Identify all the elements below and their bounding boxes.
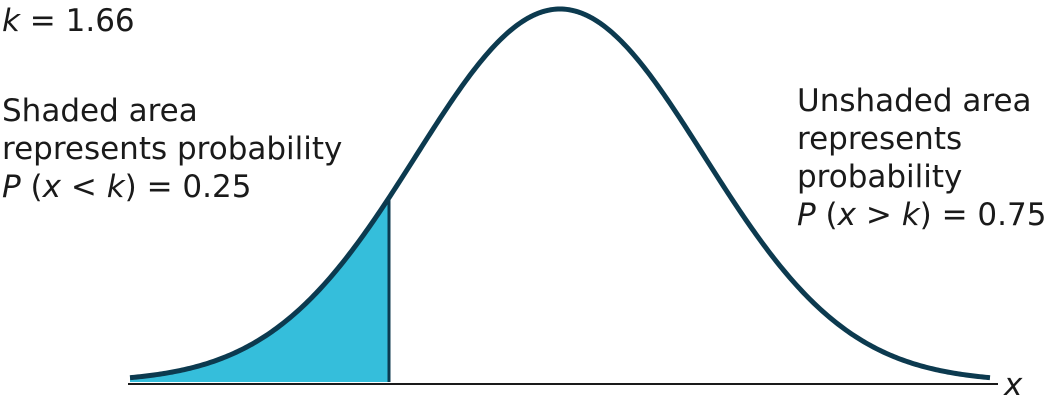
- x-axis-label: x: [1004, 367, 1023, 403]
- unshaded-annotation-line-1: Unshaded area: [797, 83, 1032, 119]
- unshaded-area-annotation: Unshaded area represents probability P (…: [797, 82, 1046, 234]
- shaded-area-left-tail: [130, 197, 389, 382]
- unshaded-probability-expression: P (x > k) = 0.75: [797, 197, 1047, 233]
- shaded-annotation-line-1: Shaded area: [2, 93, 198, 129]
- k-value-label: k = 1.66: [2, 3, 135, 39]
- unshaded-annotation-line-3: probability: [797, 159, 963, 195]
- unshaded-annotation-line-2: represents: [797, 121, 963, 157]
- shaded-annotation-line-2: represents probability: [2, 131, 343, 167]
- shaded-probability-expression: P (x < k) = 0.25: [2, 169, 252, 205]
- shaded-area-annotation: Shaded area represents probability P (x …: [2, 92, 342, 206]
- normal-curve: [129, 6, 991, 381]
